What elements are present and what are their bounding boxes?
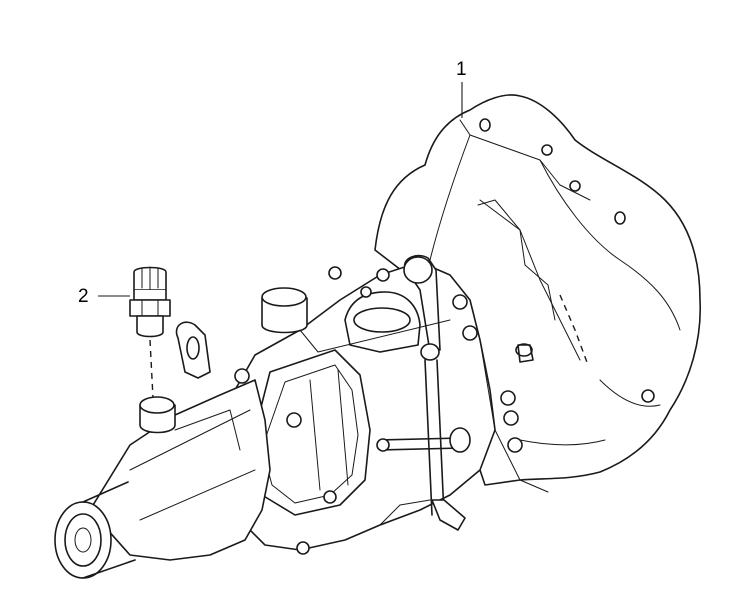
bolt [323, 490, 337, 504]
case-edge [299, 319, 451, 353]
bolt [234, 368, 250, 384]
sensor-boss-top [139, 396, 175, 414]
shift-tower [344, 291, 421, 353]
sensor-hex [129, 299, 171, 317]
sensor-body [133, 290, 167, 301]
shift-lever-end [420, 343, 440, 361]
bolt [462, 325, 478, 341]
bell-housing [374, 94, 702, 486]
housing-hole [569, 180, 581, 192]
bolt [503, 410, 519, 426]
shift-tower-top [353, 307, 411, 333]
switch-sensor [129, 266, 171, 338]
extension-housing [89, 379, 271, 561]
cover-rib [337, 369, 349, 486]
bolt [328, 266, 342, 280]
bolt [500, 390, 516, 406]
lifting-eye-hole [186, 336, 200, 360]
lifting-eye [175, 321, 211, 379]
housing-rib [599, 379, 661, 407]
housing-rib [429, 134, 471, 261]
housing-bracket [477, 199, 556, 321]
extension-rib [129, 409, 251, 471]
housing-hole [479, 118, 491, 132]
bolt [360, 286, 372, 298]
bolt [286, 412, 302, 428]
shift-lever-pivot [403, 256, 433, 284]
linkage-joint [449, 427, 471, 453]
linkage-bar [379, 437, 463, 451]
housing-rib [539, 159, 681, 331]
sensor-thread [136, 315, 164, 338]
callout-label-2: 2 [78, 286, 89, 307]
bolts [234, 266, 523, 555]
housing-hole [614, 211, 626, 225]
bolt [376, 268, 390, 282]
shift-rod-end [431, 499, 466, 531]
breather-boss-top [261, 287, 307, 307]
case-edge [479, 339, 549, 493]
extension-rib [174, 409, 241, 451]
cover-rib [309, 379, 321, 491]
extension-rib [139, 469, 256, 521]
housing-plug-top [515, 343, 533, 357]
callout-label-1: 1 [456, 59, 467, 80]
output-flange-inner [64, 513, 102, 567]
sensor-connector-ribs [141, 266, 159, 290]
bolt [507, 437, 523, 453]
bolt [452, 294, 468, 310]
case-edge [379, 499, 431, 526]
housing-hole [641, 389, 655, 403]
transmission-assembly [54, 94, 702, 579]
sensor-hex-edges [141, 299, 159, 317]
linkage-joint [376, 438, 390, 452]
hidden-edge [559, 294, 589, 366]
shift-rod [424, 359, 445, 516]
housing-hole [541, 144, 553, 156]
housing-rib [479, 199, 581, 361]
install-guide-line [149, 339, 154, 399]
housing-rib [519, 439, 606, 446]
output-shaft [74, 527, 92, 553]
housing-plug [517, 344, 534, 363]
bolt [296, 541, 310, 555]
breather-boss [261, 297, 308, 334]
flange-collar [82, 481, 136, 579]
